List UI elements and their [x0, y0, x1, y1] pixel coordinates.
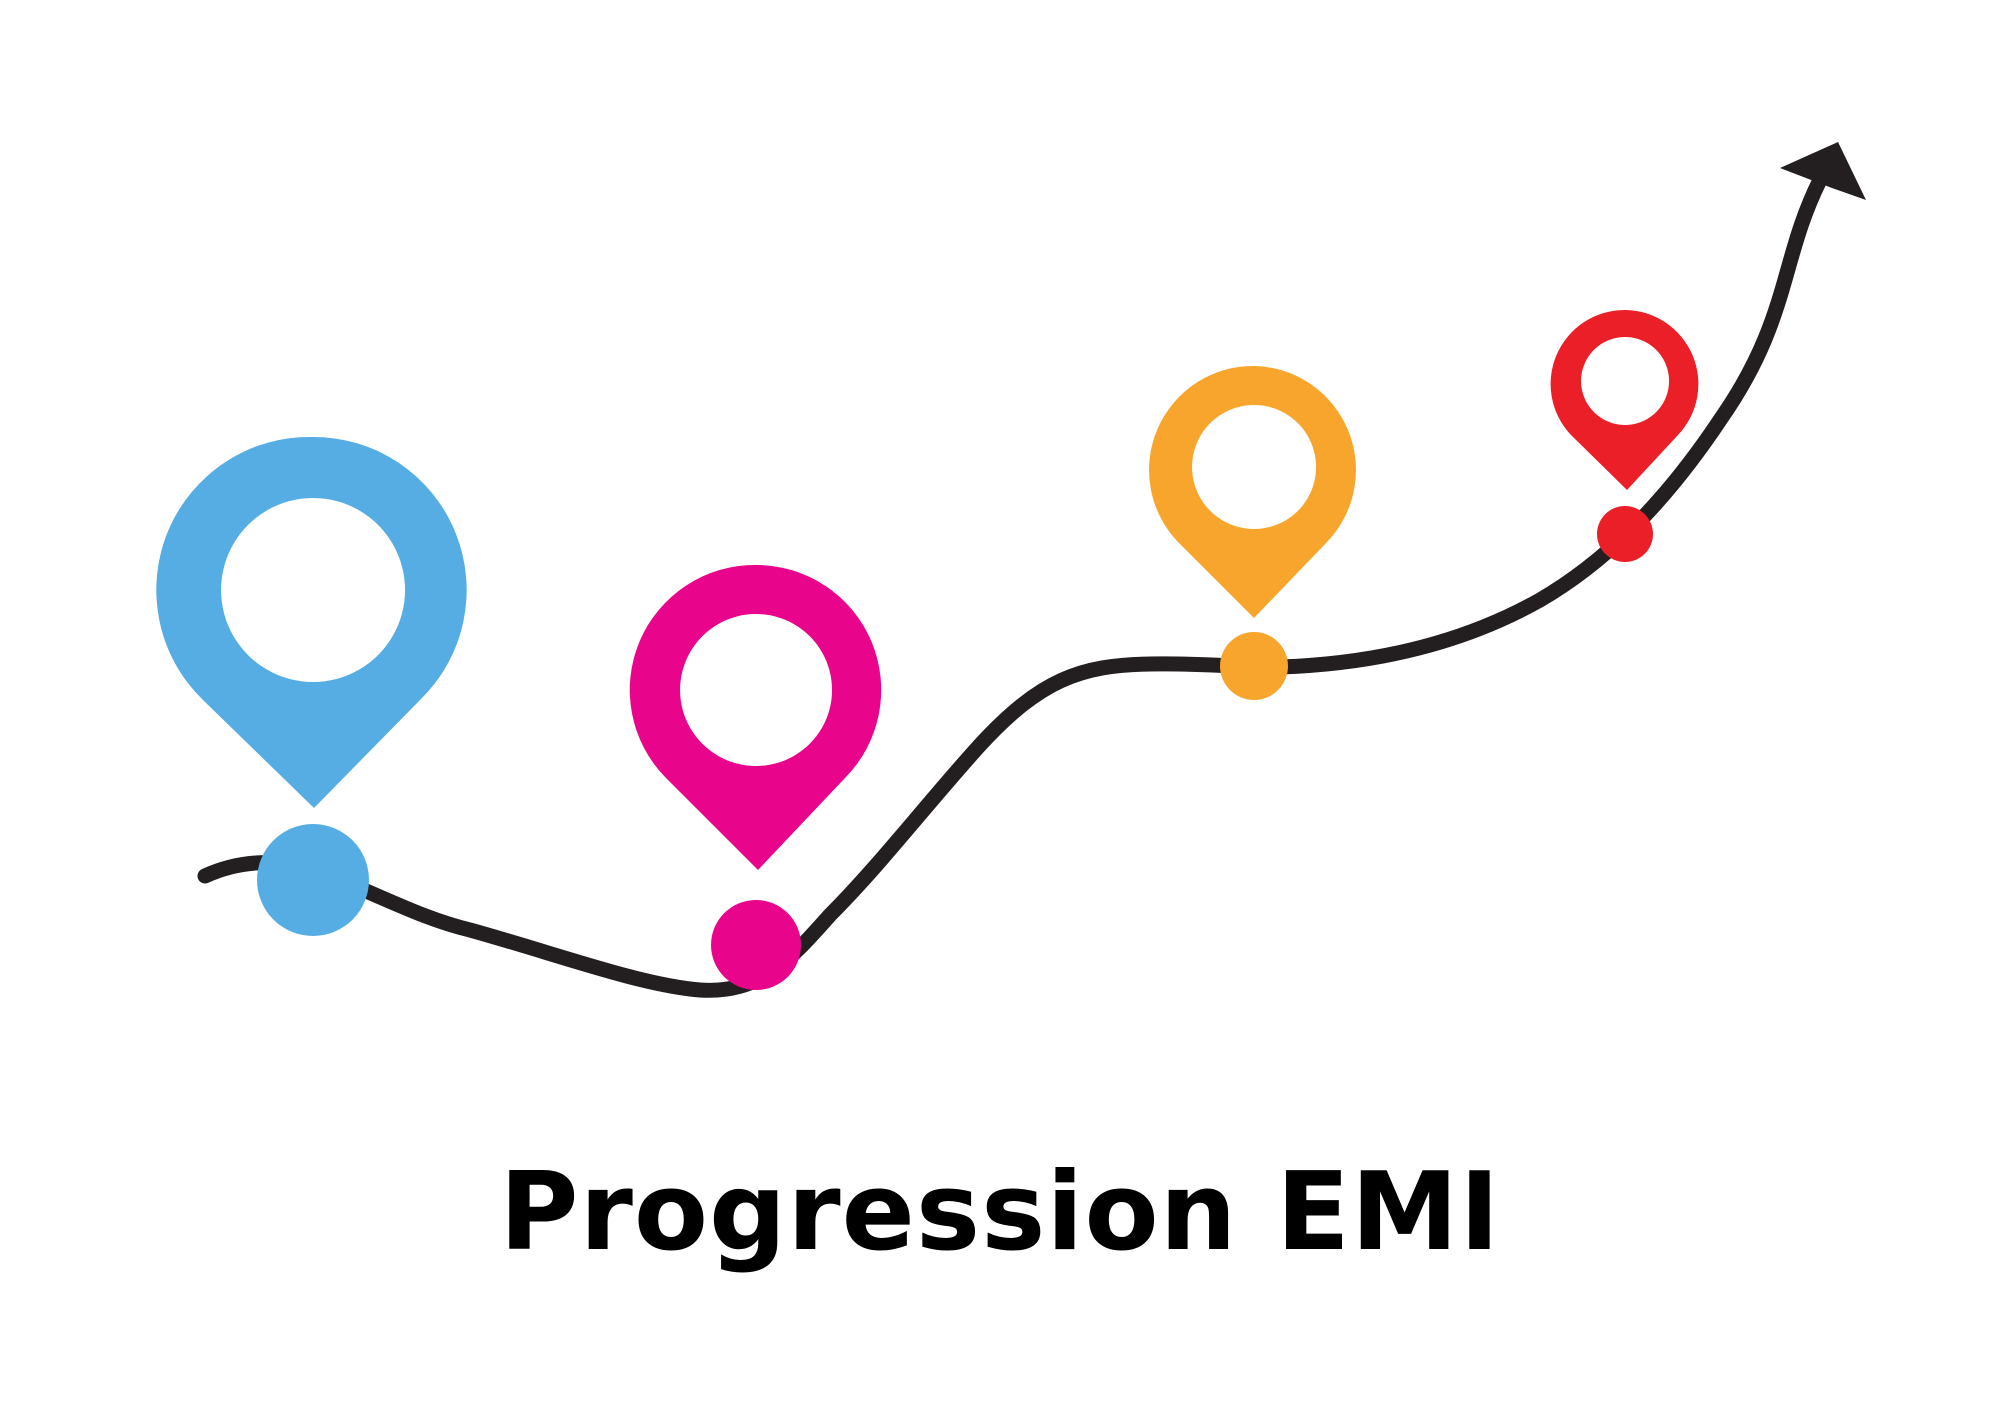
milestone-dot: [711, 900, 801, 990]
milestone-dot: [257, 824, 369, 936]
map-pin-icon: [629, 564, 882, 870]
map-pin-icon: [1149, 365, 1356, 618]
milestone-4: [1550, 309, 1699, 562]
diagram-title: Progression EMI: [499, 1150, 1501, 1275]
milestone-dot: [1220, 632, 1288, 700]
arrow-up-right-icon: [1780, 142, 1866, 200]
milestone-3: [1149, 365, 1356, 700]
milestone-2: [629, 564, 882, 990]
map-pin-icon: [1550, 309, 1699, 490]
milestone-1: [156, 436, 467, 936]
milestone-dot: [1597, 506, 1653, 562]
map-pin-icon: [156, 436, 467, 808]
